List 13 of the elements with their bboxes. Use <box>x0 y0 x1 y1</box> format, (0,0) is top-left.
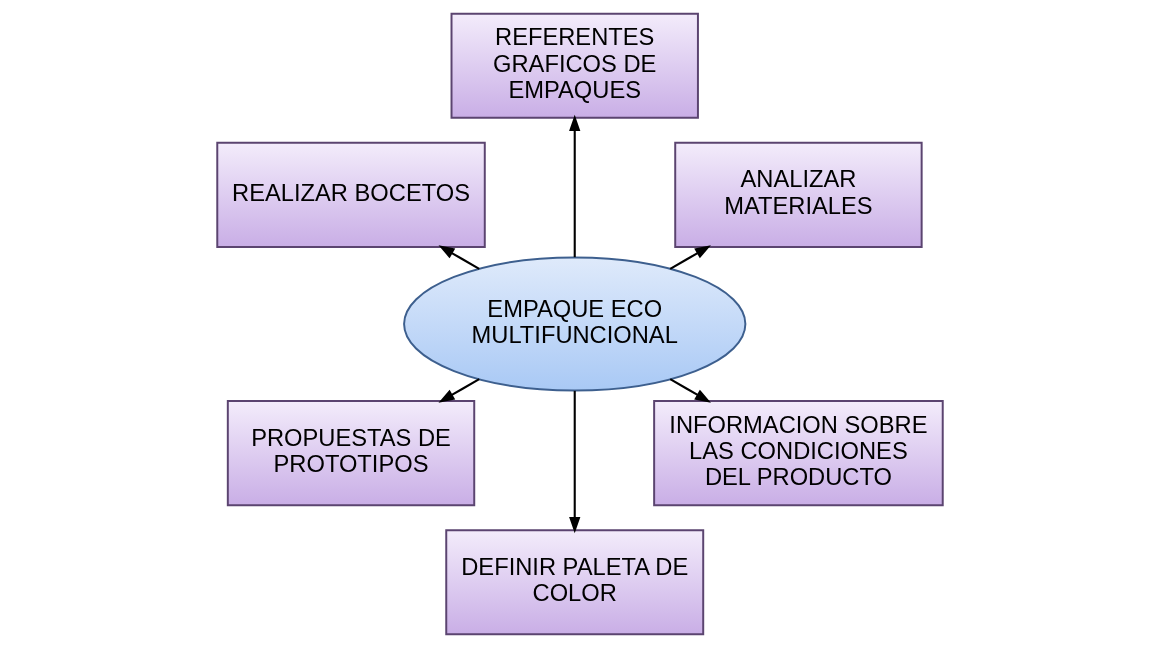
node-box: REFERENTES GRAFICOS DE EMPAQUES <box>450 12 699 119</box>
node-box: REALIZAR BOCETOS <box>216 141 486 248</box>
arrow <box>438 245 480 270</box>
node-box: PROPUESTAS DE PROTOTIPOS <box>226 400 476 507</box>
arrow <box>669 245 711 270</box>
node-box: INFORMACION SOBRE LAS CONDICIONES DEL PRODUCTO <box>653 400 944 507</box>
node-ellipse: EMPAQUE ECO MULTIFUNCIONAL <box>403 256 747 392</box>
arrow <box>669 378 711 403</box>
arrow <box>569 390 581 534</box>
node-box: ANALIZAR MATERIALES <box>674 141 923 248</box>
arrow <box>569 114 581 258</box>
node-box: DEFINIR PALETA DE COLOR <box>445 529 705 636</box>
arrow <box>438 378 480 403</box>
